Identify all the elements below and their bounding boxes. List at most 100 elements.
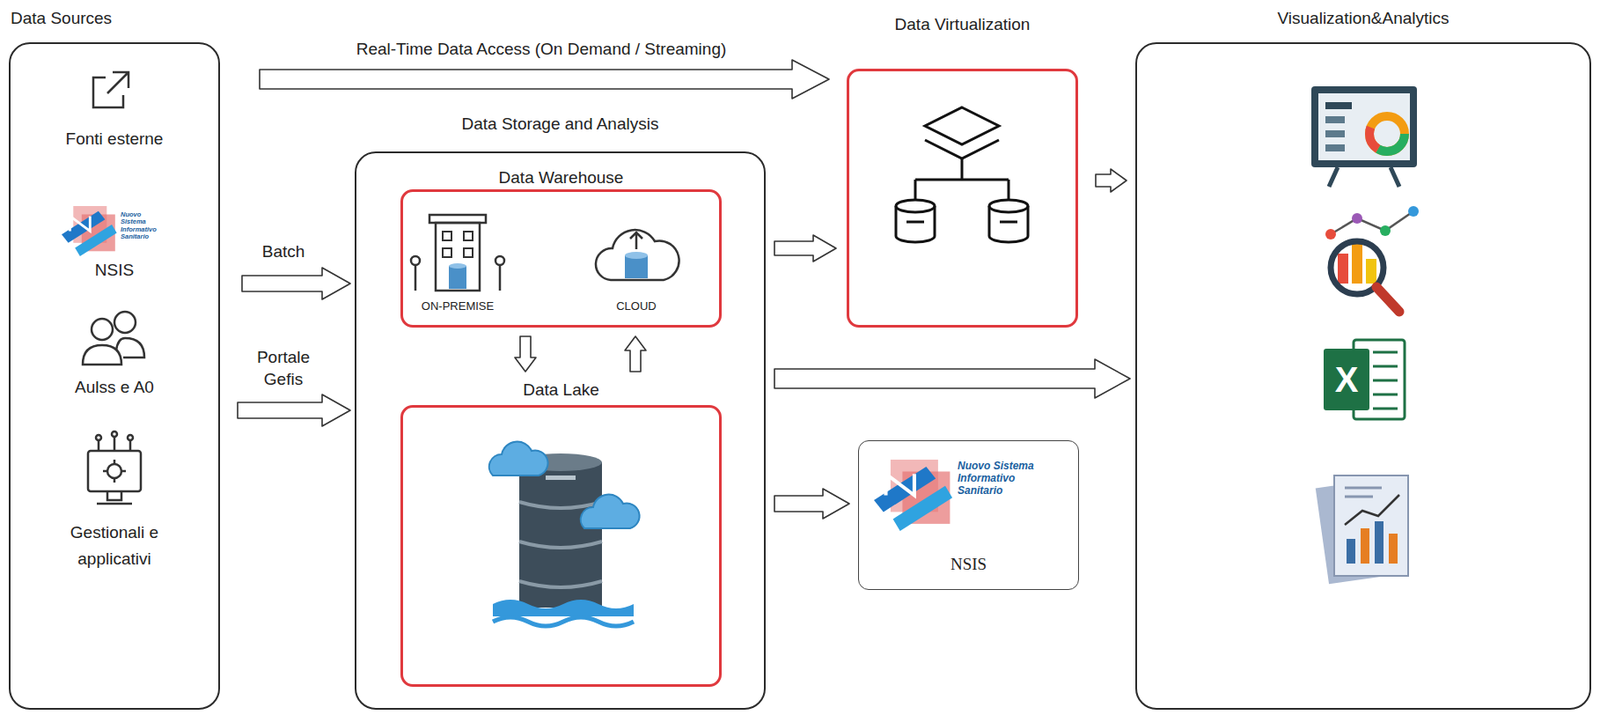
application-icon (107, 463, 122, 478)
nsis-logo (61, 205, 118, 257)
people-icon (82, 311, 145, 365)
source-label: Aulss e A0 (26, 376, 203, 398)
block-arrow (514, 336, 536, 372)
arrow-label: Portale Gefis (245, 346, 322, 390)
people-icon (91, 318, 113, 340)
dashboard-icon (1325, 144, 1345, 152)
virtualization-icon (989, 199, 1028, 243)
dashboard-icon (1325, 130, 1345, 138)
dashboard-icon (1369, 116, 1405, 152)
block-arrow (259, 59, 830, 99)
application-icon (98, 436, 131, 451)
application-icon (111, 431, 118, 437)
application-icon (95, 434, 102, 441)
application-icon (88, 450, 141, 492)
analytics-icon (1351, 212, 1363, 224)
excel-icon (1323, 348, 1370, 411)
people-icon (116, 337, 145, 358)
building-icon (463, 248, 473, 257)
data-lake-icon (519, 462, 602, 608)
application-icon (96, 491, 133, 504)
report-icon (1360, 528, 1370, 564)
external-link-icon (107, 72, 129, 94)
virtualization-box: Data Virtualization (846, 68, 1079, 328)
block-arrow (774, 359, 1131, 398)
analytics-icon (1376, 286, 1400, 312)
data-lake-icon (492, 599, 634, 617)
building-icon (442, 248, 452, 257)
virtualization-icon (895, 107, 1028, 243)
system-name: NSIS (858, 554, 1079, 575)
building-icon (435, 222, 480, 291)
dashboard-icon (1325, 102, 1352, 110)
application-icon (102, 459, 126, 483)
dashboard-icon (1369, 116, 1405, 152)
excel-icon (1372, 352, 1398, 409)
dashboard-icon (1369, 116, 1405, 152)
virtualization-icon (924, 107, 999, 145)
block-arrow (774, 234, 837, 262)
arrow-label: Real-Time Data Access (On Demand / Strea… (353, 38, 730, 61)
panel-heading: Data Storage and Analysis (356, 114, 764, 135)
lake-box: Data Lake (400, 404, 722, 687)
application-icon (127, 434, 133, 441)
nsis-box: Nuovo Sistema Informativo SanitarioNSIS (858, 440, 1079, 590)
application-icon (88, 431, 141, 504)
building-icon (411, 256, 420, 265)
block-arrow (237, 394, 351, 426)
source-label: NSIS (26, 259, 203, 281)
analytics-icon (1337, 253, 1349, 284)
data-lake-icon (545, 475, 576, 480)
report-icon (1315, 475, 1409, 584)
panel-heading: Visualization&Analytics (1137, 8, 1590, 30)
panel-heading: Data Virtualization (849, 14, 1076, 36)
output-panel: Visualization&Analytics (1135, 42, 1592, 710)
dashboard-icon (1318, 93, 1410, 161)
logo-text: Nuovo Sistema Informativo Sanitario (120, 211, 169, 241)
building-icon (495, 256, 505, 265)
analytics-icon (1365, 258, 1377, 284)
cloud-database-icon (630, 232, 643, 250)
dashboard-icon (1311, 86, 1417, 168)
excel-icon (1323, 339, 1405, 419)
nsis-logo (873, 459, 953, 531)
report-icon (1344, 487, 1382, 497)
analytics-icon (1330, 211, 1414, 235)
building-icon (429, 214, 486, 223)
icon-caption: ON-PREMISE (404, 299, 511, 314)
cloud-database-icon (624, 251, 648, 259)
building-icon (448, 265, 467, 289)
cloud-database-icon (595, 229, 680, 280)
block-arrow (774, 488, 850, 519)
dashboard-icon (1311, 86, 1417, 187)
report-icon (1344, 494, 1400, 525)
source-label: Gestionali e applicativi (52, 519, 177, 573)
analytics-icon (1408, 205, 1419, 217)
logo-text: Nuovo Sistema Informativo Sanitario (957, 460, 1039, 497)
box-heading: Data Warehouse (403, 168, 720, 189)
building-icon (411, 214, 505, 291)
storage-panel: Data Storage and AnalysisData WarehouseD… (354, 151, 766, 710)
external-link-icon (93, 72, 129, 108)
icon-caption: CLOUD (583, 299, 690, 314)
virtualization-icon (895, 205, 935, 222)
dashboard-icon (1328, 167, 1400, 187)
block-arrow (624, 336, 646, 372)
people-icon (114, 311, 136, 333)
analytics-icon (1379, 225, 1391, 236)
analytics-icon (1351, 242, 1363, 284)
building-icon (442, 231, 452, 241)
building-icon (415, 264, 500, 291)
report-icon (1334, 475, 1409, 576)
report-icon (1388, 533, 1398, 564)
dashboard-icon (1325, 116, 1345, 124)
virtualization-icon (915, 158, 1009, 199)
source-label: Fonti esterne (26, 128, 203, 150)
report-icon (1374, 521, 1384, 564)
virtualization-icon (989, 205, 1028, 222)
arrow-label: Batch (259, 241, 309, 264)
box-heading: Data Lake (403, 380, 720, 401)
data-lake-icon (492, 616, 634, 626)
analytics-icon (1325, 205, 1419, 312)
